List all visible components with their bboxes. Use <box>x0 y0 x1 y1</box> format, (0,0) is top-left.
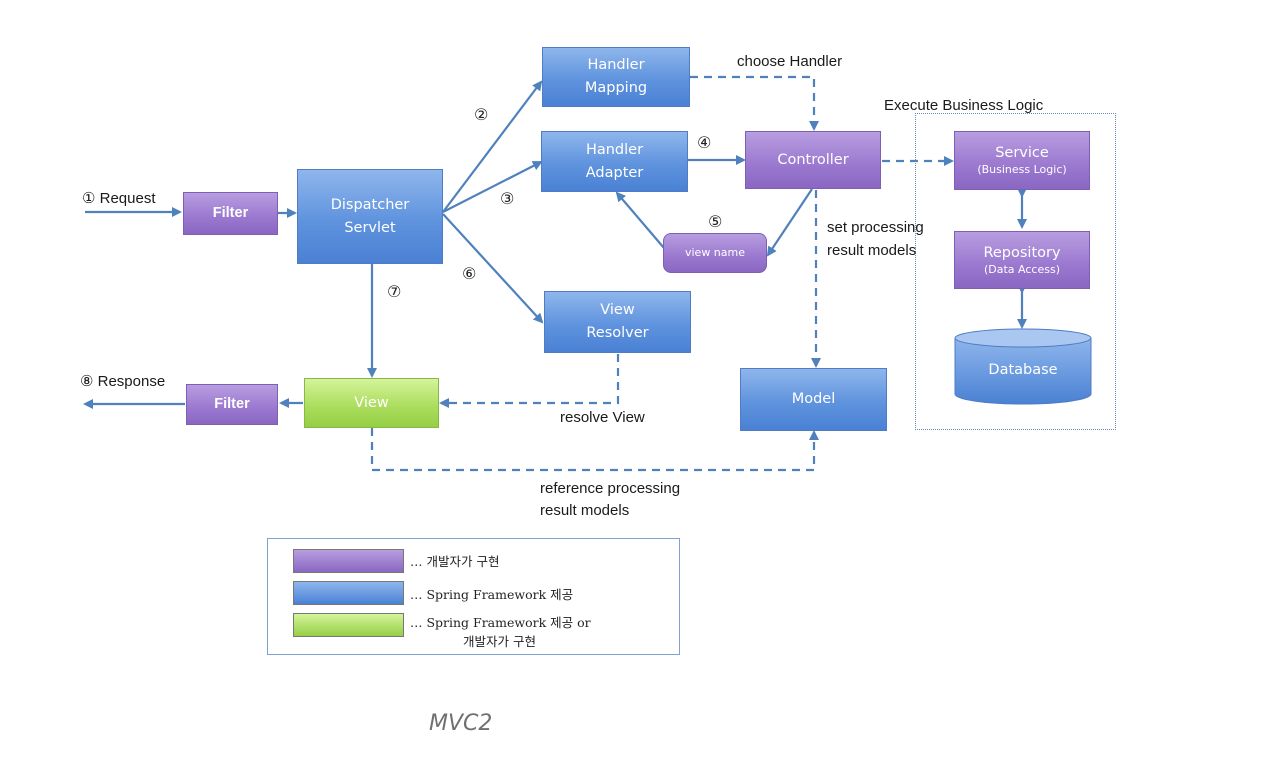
step-7: ⑦ <box>387 282 402 301</box>
label-set-processing-1: set processing <box>827 219 924 236</box>
step-8-response: ⑧ Response <box>80 373 166 390</box>
view-resolver: View Resolver <box>544 291 691 353</box>
legend-swatch-either <box>293 613 404 637</box>
dispatcher-servlet: Dispatcher Servlet <box>297 169 443 264</box>
service-label: Service <box>995 145 1049 161</box>
dispatcher-label-1: Dispatcher <box>330 196 410 213</box>
label-execute-business-logic: Execute Business Logic <box>884 97 1044 114</box>
legend-swatch-developer <box>293 549 404 573</box>
step-1-request: ① Request <box>82 190 156 207</box>
model: Model <box>740 368 887 431</box>
model-label: Model <box>791 391 836 407</box>
handler-mapping: Handler Mapping <box>542 47 690 107</box>
handler-mapping-label-1: Handler <box>587 57 645 73</box>
dispatcher-label-2: Servlet <box>344 219 396 236</box>
handler-mapping-label-2: Mapping <box>584 80 648 96</box>
view-label: View <box>354 394 389 411</box>
label-choose-handler: choose Handler <box>737 53 843 70</box>
database-label: Database <box>988 362 1058 378</box>
arrow-controller-to-viewname <box>766 188 813 257</box>
service-sub-label: (Business Logic) <box>977 163 1067 176</box>
view-resolver-label-2: Resolver <box>586 325 649 341</box>
arrow-to-handler-mapping <box>442 80 543 213</box>
step-2: ② <box>474 105 489 124</box>
repository: Repository (Data Access) <box>954 231 1090 289</box>
filter-in-label: Filter <box>212 205 249 221</box>
handler-adapter-label-1: Handler <box>585 141 644 158</box>
arrow-to-view-resolver <box>442 213 544 324</box>
legend-text-developer: … 개발자가 구현 <box>410 554 500 569</box>
handler-adapter: Handler Adapter <box>541 131 688 192</box>
legend-text-framework: … Spring Framework 제공 <box>410 587 574 602</box>
controller: Controller <box>745 131 881 189</box>
step-6: ⑥ <box>462 264 477 283</box>
step-3: ③ <box>500 189 515 208</box>
legend: … 개발자가 구현 … Spring Framework 제공 … Spring… <box>267 538 680 655</box>
database: Database <box>954 328 1092 405</box>
step-4: ④ <box>697 133 712 152</box>
dashed-choose-handler <box>690 75 819 131</box>
repository-label: Repository <box>983 244 1061 261</box>
handler-adapter-label-2: Adapter <box>585 164 644 181</box>
view-name-label: view name <box>684 246 746 259</box>
filter-out-label: Filter <box>214 396 250 412</box>
caption: MVC2 <box>429 711 493 736</box>
step-5: ⑤ <box>708 212 723 231</box>
label-set-processing-2: result models <box>827 242 917 259</box>
controller-label: Controller <box>777 151 849 168</box>
arrow-to-handler-adapter <box>442 161 543 213</box>
label-reference-1: reference processing <box>540 480 681 497</box>
legend-text-either-2: 개발자가 구현 <box>463 634 536 649</box>
arrow-viewname-to-adapter <box>615 191 665 249</box>
view: View <box>304 378 439 428</box>
filter-in: Filter <box>183 192 278 235</box>
dashed-reference-models <box>370 428 819 472</box>
label-resolve-view: resolve View <box>560 409 645 426</box>
view-resolver-label-1: View <box>600 302 635 318</box>
dashed-resolve-view <box>439 354 620 408</box>
view-name: view name <box>663 233 767 273</box>
legend-swatch-framework <box>293 581 404 605</box>
business-logic-container <box>915 113 1116 430</box>
legend-text-either-1: … Spring Framework 제공 or <box>410 615 591 630</box>
repository-sub-label: (Data Access) <box>983 262 1060 276</box>
label-reference-2: result models <box>540 502 630 519</box>
filter-out: Filter <box>186 384 278 425</box>
service: Service (Business Logic) <box>954 131 1090 190</box>
database-cylinder-icon <box>954 328 1092 405</box>
